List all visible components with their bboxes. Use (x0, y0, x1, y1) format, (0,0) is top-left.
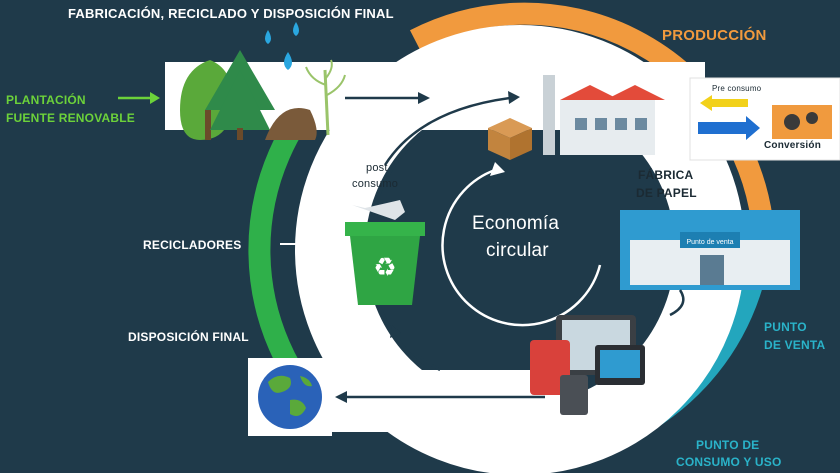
center-label-line1: Economía (472, 213, 560, 234)
punto-venta-label-line2: DE VENTA (764, 338, 826, 352)
inner-cycle-arrowhead (490, 162, 505, 176)
arrowhead-2 (508, 91, 520, 104)
cardboard-box-icon (488, 118, 532, 160)
inner-cycle-arrow (441, 168, 602, 327)
recicladores-label: RECICLADORES (143, 238, 242, 252)
arrow-to-disposal-head (335, 391, 347, 403)
svg-text:♻: ♻ (373, 253, 396, 283)
store-icon (620, 210, 800, 290)
recicladores-arrowhead (310, 238, 320, 250)
conversion-label: Conversión (764, 140, 822, 151)
store-sign-text: Punto de venta (686, 239, 733, 246)
fabrica-label-line1: FÁBRICA (638, 168, 694, 182)
page-title: FABRICACIÓN, RECICLADO Y DISPOSICIÓN FIN… (68, 6, 394, 21)
post-consumo-label-line1: post (366, 162, 388, 174)
devices-icon (530, 315, 645, 415)
pre-consumo-label: Pre consumo (712, 84, 762, 93)
center-label-line2: circular (486, 240, 549, 261)
punto-venta-label-line1: PUNTO (764, 320, 807, 334)
disposicion-final-label: DISPOSICIÓN FINAL (128, 330, 249, 344)
arrow-postconsumo-to-factory (383, 96, 511, 166)
factory-icon (543, 75, 665, 155)
arrowhead-1 (418, 92, 430, 104)
conversion-arrow (698, 116, 760, 140)
bottom-band (330, 370, 560, 432)
recycle-bin-icon: ♻ (345, 200, 425, 305)
punto-consumo-label-line1: PUNTO DE (696, 438, 760, 452)
water-drops-icon (265, 22, 299, 70)
plantacion-label-line2: FUENTE RENOVABLE (6, 111, 135, 125)
plantation-arrowhead (150, 92, 160, 104)
pre-consumo-arrow (700, 95, 748, 111)
produccion-label: PRODUCCIÓN (662, 27, 767, 44)
fabrica-label-line2: DE PAPEL (636, 186, 697, 200)
plantation-trees-icon (180, 50, 346, 140)
punto-consumo-label-line2: CONSUMO Y USO (676, 455, 782, 469)
plantacion-label-line1: PLANTACIÓN (6, 93, 86, 107)
gears-factory-icon (772, 105, 832, 139)
post-consumo-label-line2: consumo (352, 178, 399, 190)
globe-icon (258, 365, 322, 429)
arrow-consumer-to-recycle-head (390, 325, 401, 338)
arrow-store-to-consumer (669, 289, 685, 317)
